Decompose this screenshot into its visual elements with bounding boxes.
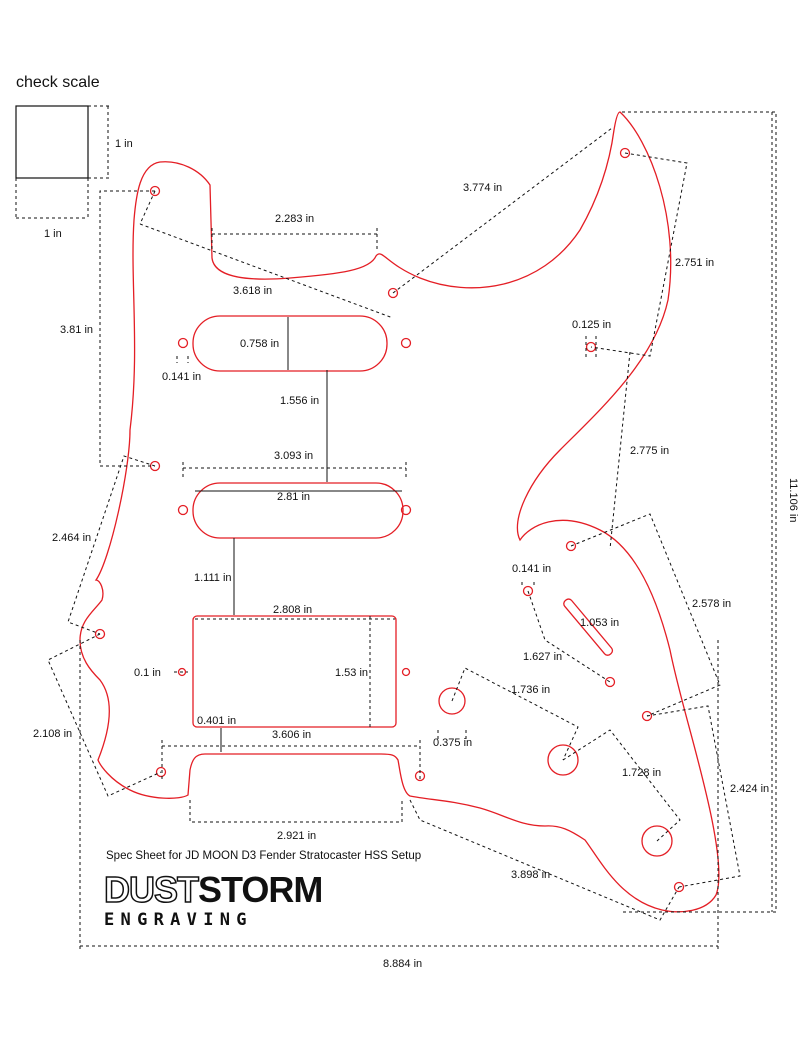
dim-2464: 2.464 in: [52, 532, 91, 544]
logo-word-storm: STORM: [198, 869, 323, 910]
spec-sheet-caption: Spec Sheet for JD MOON D3 Fender Stratoc…: [106, 850, 422, 862]
pickguard-outline: [79, 111, 720, 913]
dim-3093: 3.093 in: [274, 450, 313, 462]
scale-width-dim: [15, 178, 89, 220]
dim-381: 3.81 in: [60, 324, 93, 336]
dim-3606: 3.606 in: [272, 729, 311, 741]
pot-hole-tone: [641, 825, 673, 857]
dim-0401: 0.401 in: [197, 715, 236, 727]
dim-2921: 2.921 in: [277, 830, 316, 842]
dim-1053: 1.053 in: [580, 617, 619, 629]
dim-3774: 3.774 in: [463, 182, 502, 194]
dim-1111: 1.111 in: [194, 572, 232, 584]
dim-8884: 8.884 in: [383, 958, 422, 970]
dim-1556: 1.556 in: [280, 395, 319, 407]
logo-wordmark: DUSTSTORM: [103, 869, 323, 911]
dim-153: 1.53 in: [335, 667, 368, 679]
dim-2578: 2.578 in: [692, 598, 731, 610]
dim-0141-mid: 0.141 in: [512, 563, 551, 575]
scale-width-label: 1 in: [44, 228, 62, 240]
dim-3898: 3.898 in: [511, 869, 550, 881]
humbucker-cutout: [192, 615, 397, 728]
dim-0758: 0.758 in: [240, 338, 279, 350]
dim-2775: 2.775 in: [630, 445, 669, 457]
switch-slot: [563, 598, 614, 656]
check-scale-title: check scale: [16, 74, 100, 91]
middle-pickup-cutout: [192, 482, 404, 539]
dim-2424: 2.424 in: [730, 783, 769, 795]
dim-01: 0.1 in: [134, 667, 161, 679]
neck-pickup-cutout: [192, 315, 388, 372]
dim-1627: 1.627 in: [523, 651, 562, 663]
screw-holes: [94, 147, 685, 893]
dim-2283: 2.283 in: [275, 213, 314, 225]
logo-word-dust: DUST: [103, 869, 200, 911]
dim-2808: 2.808 in: [273, 604, 312, 616]
dim-1728: 1.728 in: [622, 767, 661, 779]
dimension-lines: [47, 111, 777, 950]
pot-hole-small: [438, 687, 466, 715]
dim-2751: 2.751 in: [675, 257, 714, 269]
dim-0125: 0.125 in: [572, 319, 611, 331]
scale-height-dim: [88, 105, 110, 179]
dim-3618: 3.618 in: [233, 285, 272, 297]
scale-height-label: 1 in: [115, 138, 133, 150]
dim-281: 2.81 in: [277, 491, 310, 503]
dim-0375: 0.375 in: [433, 737, 472, 749]
scale-square: [15, 105, 89, 179]
dim-2108: 2.108 in: [33, 728, 72, 740]
dim-0141-top: 0.141 in: [162, 371, 201, 383]
logo-tagline: ENGRAVING: [104, 910, 253, 930]
dim-11106: 11.106 in: [787, 478, 799, 522]
pot-hole-volume: [547, 744, 579, 776]
dim-1736: 1.736 in: [511, 684, 550, 696]
